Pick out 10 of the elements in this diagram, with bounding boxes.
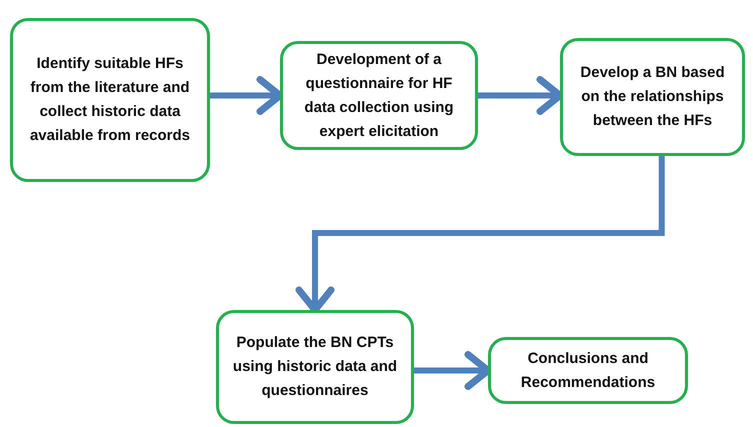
process-box <box>560 38 745 156</box>
process-box <box>280 41 478 150</box>
process-box <box>10 18 210 182</box>
process-box <box>488 337 688 404</box>
step-text: Conclusions and Recommendations <box>520 348 656 392</box>
step-text: Develop a BN based on the relationships between the HFs <box>579 63 726 131</box>
process-box <box>216 310 414 424</box>
step-text: Identify suitable HFs from the literature and collect historic data available from records <box>28 54 192 146</box>
step-text: Populate the BN CPTs using historic data and questionnaires <box>232 333 398 401</box>
step-text: Development of a questionnaire for HF data collection using expert elicitation <box>303 50 455 142</box>
